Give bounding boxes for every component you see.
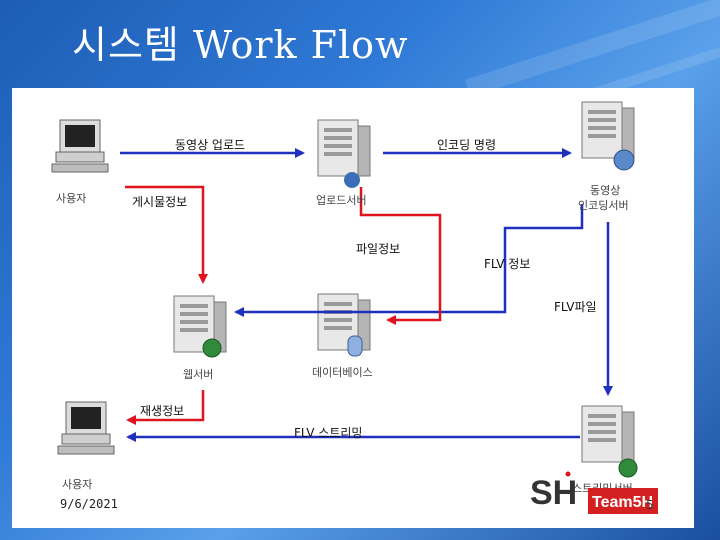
file-info-arrow	[359, 187, 442, 325]
user-top-pc-icon	[51, 119, 109, 173]
flv-file-label: FLV파일	[554, 300, 597, 314]
encoding-server-caption-2: 인코딩서버	[578, 199, 629, 212]
database-cylinder-icon	[347, 335, 363, 357]
user-top-caption: 사용자	[56, 192, 87, 205]
file-info-label: 파일정보	[356, 242, 401, 256]
flv-streaming-label: FLV 스트리밍	[294, 426, 363, 440]
post-info-arrow	[125, 185, 208, 284]
team5h-logo: SH Team5H	[530, 471, 658, 514]
post-info-label: 게시물정보	[132, 195, 188, 209]
flv-info-label: FLV 정보	[484, 257, 531, 271]
encoding-server-caption-1: 동영상	[590, 184, 621, 197]
page-number: 5	[646, 498, 654, 512]
upload-label: 동영상 업로드	[175, 138, 246, 152]
upload-server-caption: 업로드서버	[316, 194, 367, 207]
globe-icon	[202, 338, 222, 358]
web-server-caption: 웹서버	[183, 368, 214, 381]
globe-icon	[618, 458, 638, 478]
encoding-server-icon	[581, 101, 635, 159]
svg-text:Team5H: Team5H	[592, 494, 653, 511]
globe-icon	[613, 149, 635, 171]
user-bottom-caption: 사용자	[62, 478, 93, 491]
database-caption: 데이터베이스	[312, 366, 373, 379]
slide-title: 시스템 Work Flow	[72, 23, 409, 67]
encode-command-label: 인코딩 명령	[437, 138, 497, 152]
gear-icon	[344, 172, 360, 188]
play-info-label: 재생정보	[140, 404, 185, 418]
streaming-server-icon	[581, 405, 635, 463]
svg-text:SH: SH	[530, 474, 577, 512]
slide-date: 9/6/2021	[60, 497, 118, 511]
flv-info-arrow	[234, 204, 584, 317]
user-bottom-pc-icon	[57, 401, 115, 455]
play-info-arrow	[126, 390, 205, 425]
upload-server-icon	[317, 119, 371, 177]
